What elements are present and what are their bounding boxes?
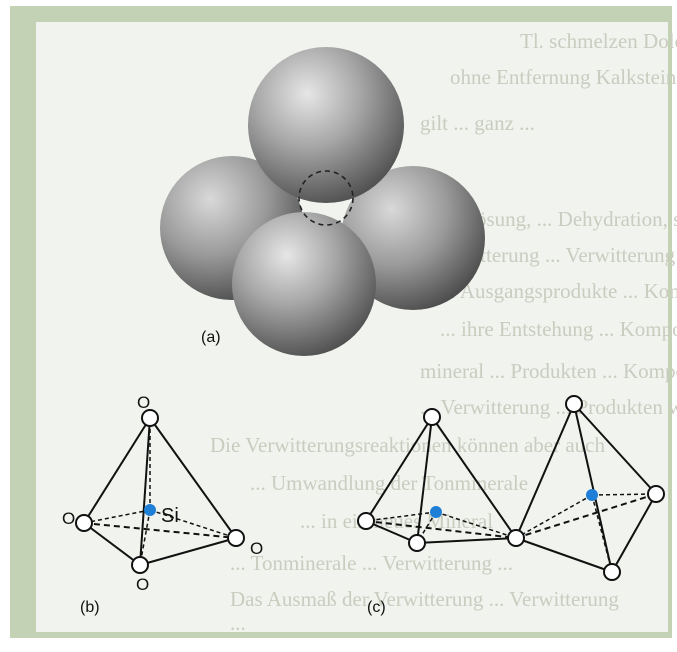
si-o-bond <box>83 509 151 524</box>
background-text-line: ... ihre Entstehung ... Komponenten <box>440 317 677 341</box>
si-o-bond <box>365 511 437 522</box>
tetrahedron-hidden-edge <box>83 522 237 539</box>
background-text-line: gilt ... ganz ... <box>420 111 535 135</box>
tetrahedron-hidden-edge <box>365 520 517 539</box>
tetrahedron-edge <box>416 416 433 544</box>
background-text-line: ... Tonminerale ... Verwitterung ... <box>230 551 513 575</box>
background-text-line: ... <box>230 611 246 635</box>
tetrahedron-edge <box>431 416 517 539</box>
sphere-packing-model: (a) <box>160 47 485 356</box>
oxygen-atom <box>603 563 621 581</box>
oxygen-sphere-right <box>341 166 485 310</box>
tetrahedron-edge <box>83 522 141 566</box>
background-text-line: ohne Entfernung Kalkstein ... <box>450 65 677 89</box>
linked-tetrahedra <box>357 395 665 581</box>
tetrahedron-edge <box>573 403 613 573</box>
tetrahedron-edge <box>573 403 657 495</box>
tetrahedron-edge <box>139 537 237 566</box>
background-text-line: Das Ausmaß der Verwitterung ... Verwitte… <box>230 587 619 611</box>
tetrahedron-hidden-edge <box>515 493 657 539</box>
si-o-bond <box>515 494 593 539</box>
silicon-atom <box>144 504 156 516</box>
tetrahedron-edge <box>416 537 517 544</box>
sio4-tetrahedron <box>75 409 245 574</box>
panel-label-a: (a) <box>201 329 221 346</box>
silicon-label: Si <box>161 505 179 527</box>
oxygen-atom <box>141 409 159 427</box>
oxygen-atom <box>565 395 583 413</box>
background-text-line: Die Verwitterungsreaktionen können aber … <box>210 433 605 457</box>
si-o-bond <box>435 511 517 539</box>
oxygen-atom <box>423 408 441 426</box>
tetrahedron-edge <box>365 520 418 544</box>
oxygen-sphere-top <box>248 47 404 203</box>
background-text-line: mineral ... Produkten ... Komponenten ..… <box>420 359 677 383</box>
oxygen-label: O <box>137 393 150 412</box>
tetrahedron-edge <box>611 493 657 573</box>
oxygen-label: O <box>62 509 75 528</box>
panel-label-b: (b) <box>80 599 100 616</box>
oxygen-atom <box>647 485 665 503</box>
tetrahedron-edge <box>515 403 575 539</box>
background-text-line: ... in ein neues Mineral <box>300 509 493 533</box>
si-o-bond <box>591 494 613 573</box>
silicon-site-dashed-circle <box>298 170 354 226</box>
oxygen-atom <box>131 556 149 574</box>
panel-label-c: (c) <box>367 599 386 616</box>
oxygen-atom <box>357 512 375 530</box>
si-o-bond <box>149 509 237 539</box>
si-o-bond <box>139 509 151 566</box>
silicon-atom <box>586 489 598 501</box>
si-o-bond <box>591 493 657 496</box>
silicon-atom <box>430 506 442 518</box>
oxygen-atom <box>227 529 245 547</box>
bridging-oxygen-atom <box>507 529 525 547</box>
background-text-line: Tl. schmelzen Dolomit ... <box>520 29 677 53</box>
tetrahedron-edge <box>515 537 613 573</box>
tetrahedron-edge <box>149 417 237 539</box>
oxygen-sphere-front <box>232 212 376 356</box>
background-text-line: ... Verwitterung ... Produkten werden de… <box>420 395 677 419</box>
background-text: Tl. schmelzen Dolomit ... ohne Entfernun… <box>210 29 677 635</box>
oxygen-atom <box>75 514 93 532</box>
tetrahedron-edge <box>365 416 433 522</box>
oxygen-label: O <box>136 575 149 594</box>
oxygen-atom <box>408 534 426 552</box>
oxygen-label: O <box>250 539 263 558</box>
background-text-line: ... Ausgangsprodukte ... Komponente <box>440 279 677 303</box>
tetrahedron-edge <box>139 417 151 566</box>
tetrahedron-edge <box>83 417 151 524</box>
